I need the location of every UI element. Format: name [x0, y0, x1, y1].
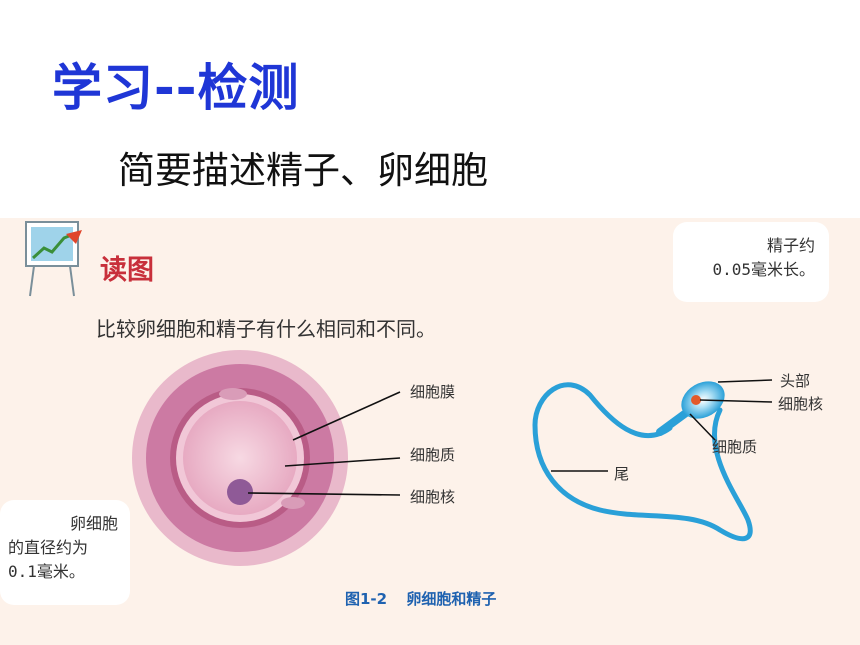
chart-board-icon	[25, 221, 82, 297]
read-figure-label: 读图	[100, 255, 154, 286]
sperm-note-line2: 0.05毫米长。	[712, 260, 815, 279]
egg-note-line2: 的直径约为	[8, 538, 89, 557]
figure-caption-text: 卵细胞和精子	[406, 590, 497, 608]
sperm-cytoplasm-label: 细胞质	[712, 438, 758, 456]
sperm-note-line1: 精子约	[766, 236, 815, 255]
egg-nucleus-label: 细胞核	[410, 488, 456, 506]
egg-membrane-label: 细胞膜	[410, 383, 456, 401]
egg-note-line3: 0.1毫米。	[8, 562, 85, 581]
figure-number: 图1-2	[345, 590, 388, 608]
comparison-question: 比较卵细胞和精子有什么相同和不同。	[96, 317, 436, 341]
slide-subtitle: 简要描述精子、卵细胞	[118, 149, 488, 192]
egg-cytoplasm-label: 细胞质	[410, 446, 456, 464]
sperm-nucleus-label: 细胞核	[778, 395, 824, 413]
figure-caption: 图1-2 卵细胞和精子	[345, 588, 510, 609]
sperm-tail-label: 尾	[614, 465, 630, 483]
egg-cell	[132, 350, 348, 566]
sperm-size-note: 精子约 0.05毫米长。	[673, 222, 829, 302]
egg-note-line1: 卵细胞	[69, 514, 118, 533]
sperm-head-label: 头部	[780, 372, 811, 390]
egg-size-note: 卵细胞 的直径约为 0.1毫米。	[0, 500, 130, 605]
slide-title: 学习--检测	[52, 59, 300, 117]
